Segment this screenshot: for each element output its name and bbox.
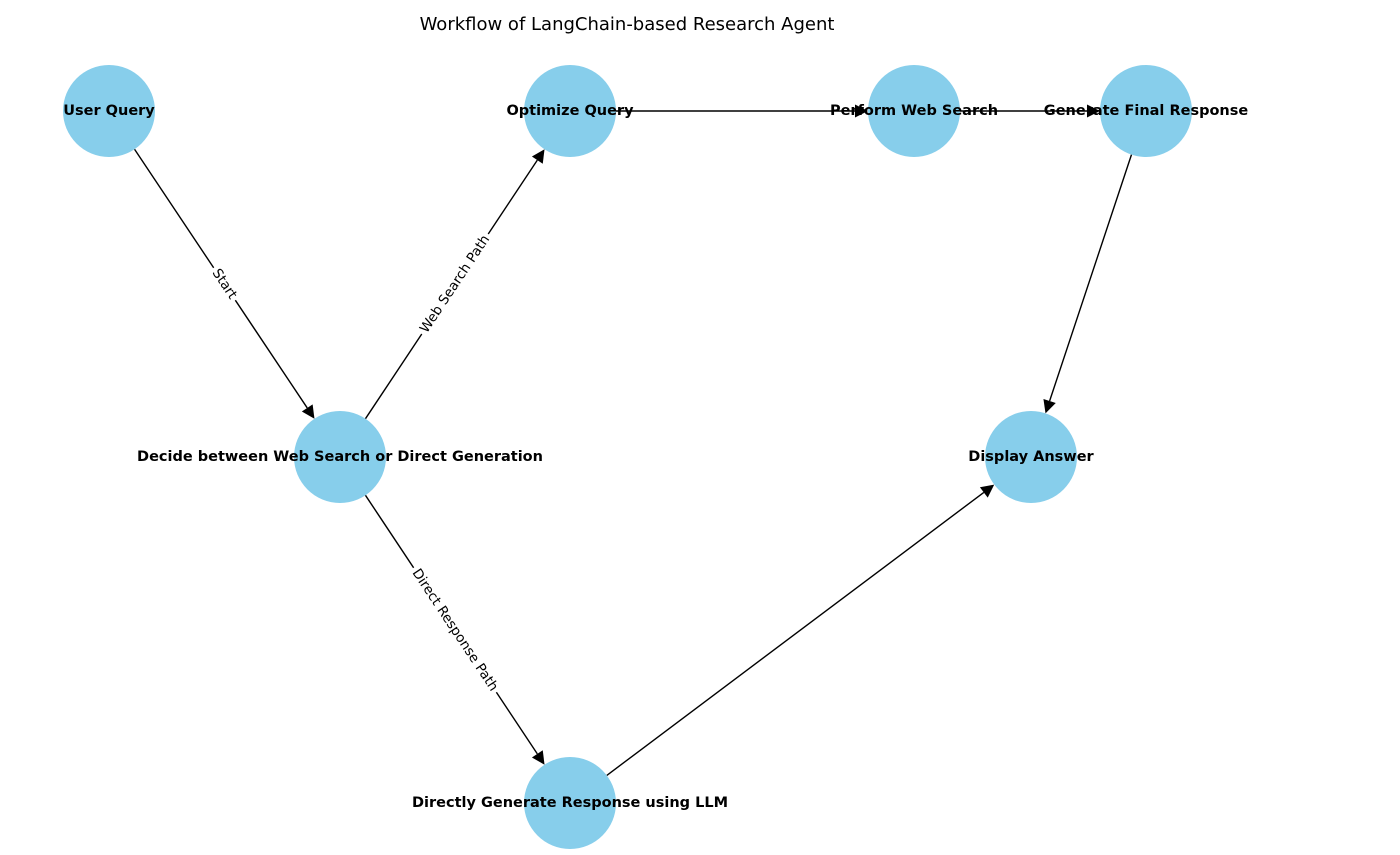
edge-optimize-to-web-search [616, 104, 868, 118]
node-label-display: Display Answer [968, 449, 1094, 465]
arrowhead [531, 750, 545, 765]
diagram-title: Workflow of LangChain-based Research Age… [420, 14, 835, 35]
arrowhead [301, 404, 315, 419]
node-user-query [63, 65, 155, 157]
node-direct-llm [524, 757, 616, 849]
arrowhead [1043, 398, 1056, 414]
node-label-web-search: Perform Web Search [830, 103, 998, 119]
node-label-decide: Decide between Web Search or Direct Gene… [137, 449, 543, 465]
edge-label: Start [206, 262, 243, 306]
node-optimize [524, 65, 616, 157]
edge-line [1048, 154, 1133, 402]
edge-direct-llm-to-display [606, 484, 995, 776]
nodes-layer [63, 65, 1192, 849]
edge-label-text: Web Search Path [417, 232, 493, 336]
node-label-user-query: User Query [63, 103, 155, 119]
node-label-optimize: Optimize Query [506, 103, 634, 119]
edge-web-search-to-final-response [960, 104, 1100, 118]
edge-label-text: Direct Response Path [409, 566, 502, 694]
node-label-final-response: Generate Final Response [1044, 103, 1249, 119]
edge-label: Web Search Path [414, 229, 496, 339]
node-display [985, 411, 1077, 503]
edge-label-background [406, 562, 504, 698]
edge-line [606, 491, 985, 776]
edges-layer [133, 104, 1133, 776]
node-label-direct-llm: Directly Generate Response using LLM [412, 795, 728, 811]
edge-label-background [206, 262, 243, 306]
edge-final-response-to-display [1043, 154, 1133, 414]
arrowhead [1087, 104, 1100, 118]
node-final-response [1100, 65, 1192, 157]
arrowhead [531, 149, 545, 164]
arrowhead [979, 484, 995, 498]
edge-label-background [414, 229, 496, 339]
edge-label: Direct Response Path [406, 562, 504, 698]
node-decide [294, 411, 386, 503]
arrowhead [855, 104, 868, 118]
node-web-search [868, 65, 960, 157]
